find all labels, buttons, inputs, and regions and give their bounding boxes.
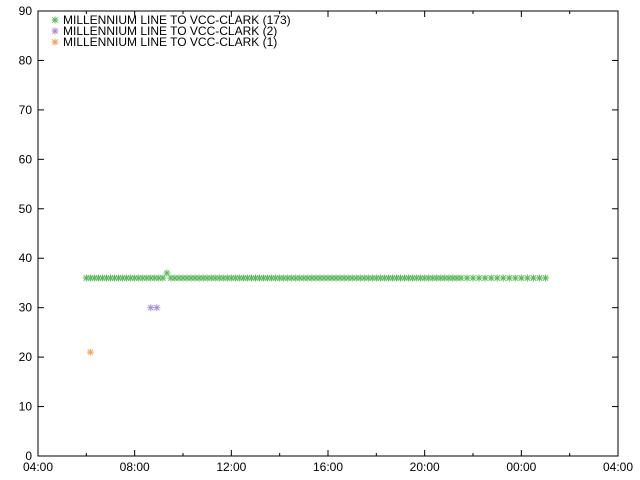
y-tick-label: 10 [19, 400, 33, 414]
legend-marker [51, 38, 59, 46]
y-tick-label: 90 [19, 4, 33, 18]
legend-label: MILLENNIUM LINE TO VCC-CLARK (2) [63, 24, 277, 38]
plot-border [37, 10, 619, 457]
data-point [153, 304, 161, 312]
series-1 [147, 304, 161, 312]
data-point [487, 274, 495, 282]
data-point [469, 274, 477, 282]
x-tick-label: 04:00 [603, 460, 633, 474]
data-point [505, 274, 513, 282]
x-tick-label: 12:00 [216, 460, 246, 474]
data-point [147, 304, 155, 312]
data-points [82, 269, 549, 356]
y-tick-label: 50 [19, 202, 33, 216]
x-tick-label: 20:00 [410, 460, 440, 474]
data-point [535, 274, 543, 282]
data-point [457, 274, 465, 282]
data-point [163, 269, 171, 277]
series-2 [86, 348, 94, 356]
y-tick-label: 0 [25, 449, 32, 463]
data-point [511, 274, 519, 282]
data-point [499, 274, 507, 282]
data-point [493, 274, 501, 282]
data-point [523, 274, 531, 282]
data-point [481, 274, 489, 282]
data-point [475, 274, 483, 282]
x-tick-label: 16:00 [313, 460, 343, 474]
y-tick-label: 70 [19, 103, 33, 117]
x-axis: 04:00 08:00 12:00 16:00 20:00 00:00 04:00 [23, 11, 633, 474]
series-0 [82, 269, 549, 282]
data-point [529, 274, 537, 282]
y-axis: 0 10 20 30 40 50 60 70 80 90 [19, 4, 618, 463]
data-point [159, 274, 167, 282]
plot-area [37, 10, 619, 457]
legend-marker [51, 27, 59, 35]
x-tick-label: 04:00 [23, 460, 53, 474]
legend-label: MILLENNIUM LINE TO VCC-CLARK (1) [63, 35, 277, 49]
data-point [517, 274, 525, 282]
data-point [542, 274, 549, 282]
legend-marker [51, 16, 59, 24]
data-point [463, 274, 471, 282]
legend: MILLENNIUM LINE TO VCC-CLARK (173)MILLEN… [51, 13, 291, 49]
x-tick-label: 00:00 [506, 460, 536, 474]
data-point [86, 348, 94, 356]
x-tick-label: 08:00 [120, 460, 150, 474]
y-tick-label: 40 [19, 251, 33, 265]
y-tick-label: 60 [19, 152, 33, 166]
y-tick-label: 30 [19, 301, 33, 315]
legend-label: MILLENNIUM LINE TO VCC-CLARK (173) [63, 13, 291, 27]
y-tick-label: 80 [19, 53, 33, 67]
y-tick-label: 20 [19, 350, 33, 364]
